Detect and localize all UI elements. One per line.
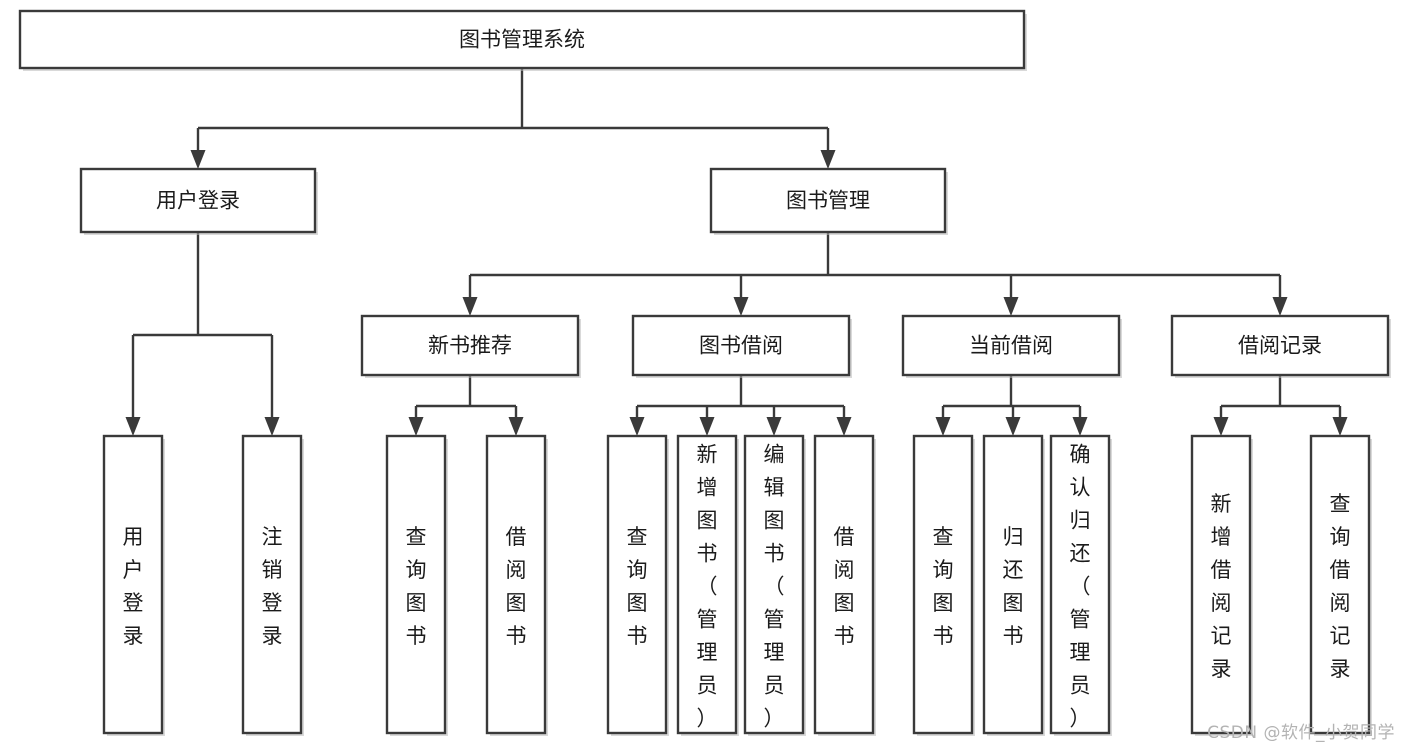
node-user-logout[interactable]: 注销登录 bbox=[241, 434, 304, 736]
arrow-head-icon bbox=[508, 417, 524, 436]
node-borrow-query-book[interactable]: 查询图书 bbox=[606, 434, 669, 736]
edges-layer bbox=[125, 68, 1348, 436]
node-current-confirm-return[interactable]: 确认归还（管理员） bbox=[1049, 434, 1112, 736]
node-label: 编辑图书（管理员） bbox=[764, 443, 785, 731]
arrow-head-icon bbox=[125, 417, 141, 436]
node-rect[interactable] bbox=[1190, 434, 1252, 735]
node-record-query[interactable]: 查询借阅记录 bbox=[1309, 434, 1372, 736]
arrow-head-icon bbox=[935, 417, 951, 436]
node-label: 查询图书 bbox=[627, 525, 648, 648]
node-rect[interactable] bbox=[813, 434, 875, 735]
node-current-borrow[interactable]: 当前借阅 bbox=[901, 314, 1122, 378]
node-label: 新增图书（管理员） bbox=[697, 443, 718, 731]
node-book-management[interactable]: 图书管理 bbox=[709, 167, 948, 235]
node-root[interactable]: 图书管理系统 bbox=[18, 9, 1027, 71]
node-rect[interactable] bbox=[743, 434, 805, 735]
node-rect[interactable] bbox=[360, 314, 580, 377]
node-label: 借阅图书 bbox=[506, 525, 527, 648]
node-label: 图书管理系统 bbox=[459, 28, 585, 52]
arrow-head-icon bbox=[1213, 417, 1229, 436]
node-rect[interactable] bbox=[1309, 434, 1371, 735]
node-rect[interactable] bbox=[631, 314, 851, 377]
node-record-add[interactable]: 新增借阅记录 bbox=[1190, 434, 1253, 736]
node-new-book-recommend[interactable]: 新书推荐 bbox=[360, 314, 581, 378]
node-label: 查询图书 bbox=[406, 525, 427, 648]
node-label: 确认归还（管理员） bbox=[1070, 443, 1091, 731]
node-rect[interactable] bbox=[102, 434, 164, 735]
node-rect[interactable] bbox=[241, 434, 303, 735]
arrow-head-icon bbox=[1005, 417, 1021, 436]
node-book-borrow[interactable]: 图书借阅 bbox=[631, 314, 852, 378]
node-recommend-borrow-book[interactable]: 借阅图书 bbox=[485, 434, 548, 736]
node-borrow-lend-book[interactable]: 借阅图书 bbox=[813, 434, 876, 736]
node-label: 当前借阅 bbox=[969, 334, 1053, 358]
arrow-head-icon bbox=[820, 150, 836, 169]
arrow-head-icon bbox=[733, 297, 749, 316]
node-rect[interactable] bbox=[1049, 434, 1111, 735]
node-label: 借阅图书 bbox=[834, 525, 855, 648]
node-current-return-book[interactable]: 归还图书 bbox=[982, 434, 1045, 736]
node-user-login-do[interactable]: 用户登录 bbox=[102, 434, 165, 736]
arrow-head-icon bbox=[766, 417, 782, 436]
node-rect[interactable] bbox=[1170, 314, 1390, 377]
node-rect[interactable] bbox=[485, 434, 547, 735]
node-borrow-record[interactable]: 借阅记录 bbox=[1170, 314, 1391, 378]
node-label: 图书借阅 bbox=[699, 334, 783, 358]
nodes-layer: 图书管理系统用户登录图书管理用户登录注销登录新书推荐查询图书借阅图书图书借阅查询… bbox=[18, 9, 1391, 736]
node-label: 用户登录 bbox=[156, 189, 240, 213]
node-label: 注销登录 bbox=[262, 525, 283, 648]
arrow-head-icon bbox=[699, 417, 715, 436]
node-label: 归还图书 bbox=[1003, 525, 1024, 648]
node-rect[interactable] bbox=[982, 434, 1044, 735]
arrow-head-icon bbox=[1003, 297, 1019, 316]
node-label: 新增借阅记录 bbox=[1211, 492, 1232, 681]
node-label: 借阅记录 bbox=[1238, 334, 1322, 358]
node-borrow-add-book[interactable]: 新增图书（管理员） bbox=[676, 434, 739, 736]
node-label: 图书管理 bbox=[786, 189, 870, 213]
arrow-head-icon bbox=[1072, 417, 1088, 436]
node-label: 用户登录 bbox=[123, 525, 144, 648]
node-rect[interactable] bbox=[606, 434, 668, 735]
node-rect[interactable] bbox=[385, 434, 447, 735]
arrow-head-icon bbox=[1332, 417, 1348, 436]
node-label: 新书推荐 bbox=[428, 334, 512, 358]
node-recommend-query-book[interactable]: 查询图书 bbox=[385, 434, 448, 736]
arrow-head-icon bbox=[629, 417, 645, 436]
arrow-head-icon bbox=[408, 417, 424, 436]
arrow-head-icon bbox=[190, 150, 206, 169]
arrow-head-icon bbox=[264, 417, 280, 436]
node-current-query-book[interactable]: 查询图书 bbox=[912, 434, 975, 736]
arrow-head-icon bbox=[836, 417, 852, 436]
arrow-head-icon bbox=[1272, 297, 1288, 316]
node-rect[interactable] bbox=[676, 434, 738, 735]
arrow-head-icon bbox=[462, 297, 478, 316]
node-rect[interactable] bbox=[709, 167, 947, 234]
node-borrow-edit-book[interactable]: 编辑图书（管理员） bbox=[743, 434, 806, 736]
node-label: 查询借阅记录 bbox=[1330, 492, 1351, 681]
node-rect[interactable] bbox=[18, 9, 1026, 70]
node-rect[interactable] bbox=[79, 167, 317, 234]
csdn-watermark: CSDN @软件_小贺同学 bbox=[1207, 723, 1395, 743]
node-rect[interactable] bbox=[901, 314, 1121, 377]
node-rect[interactable] bbox=[912, 434, 974, 735]
node-label: 查询图书 bbox=[933, 525, 954, 648]
node-user-login[interactable]: 用户登录 bbox=[79, 167, 318, 235]
